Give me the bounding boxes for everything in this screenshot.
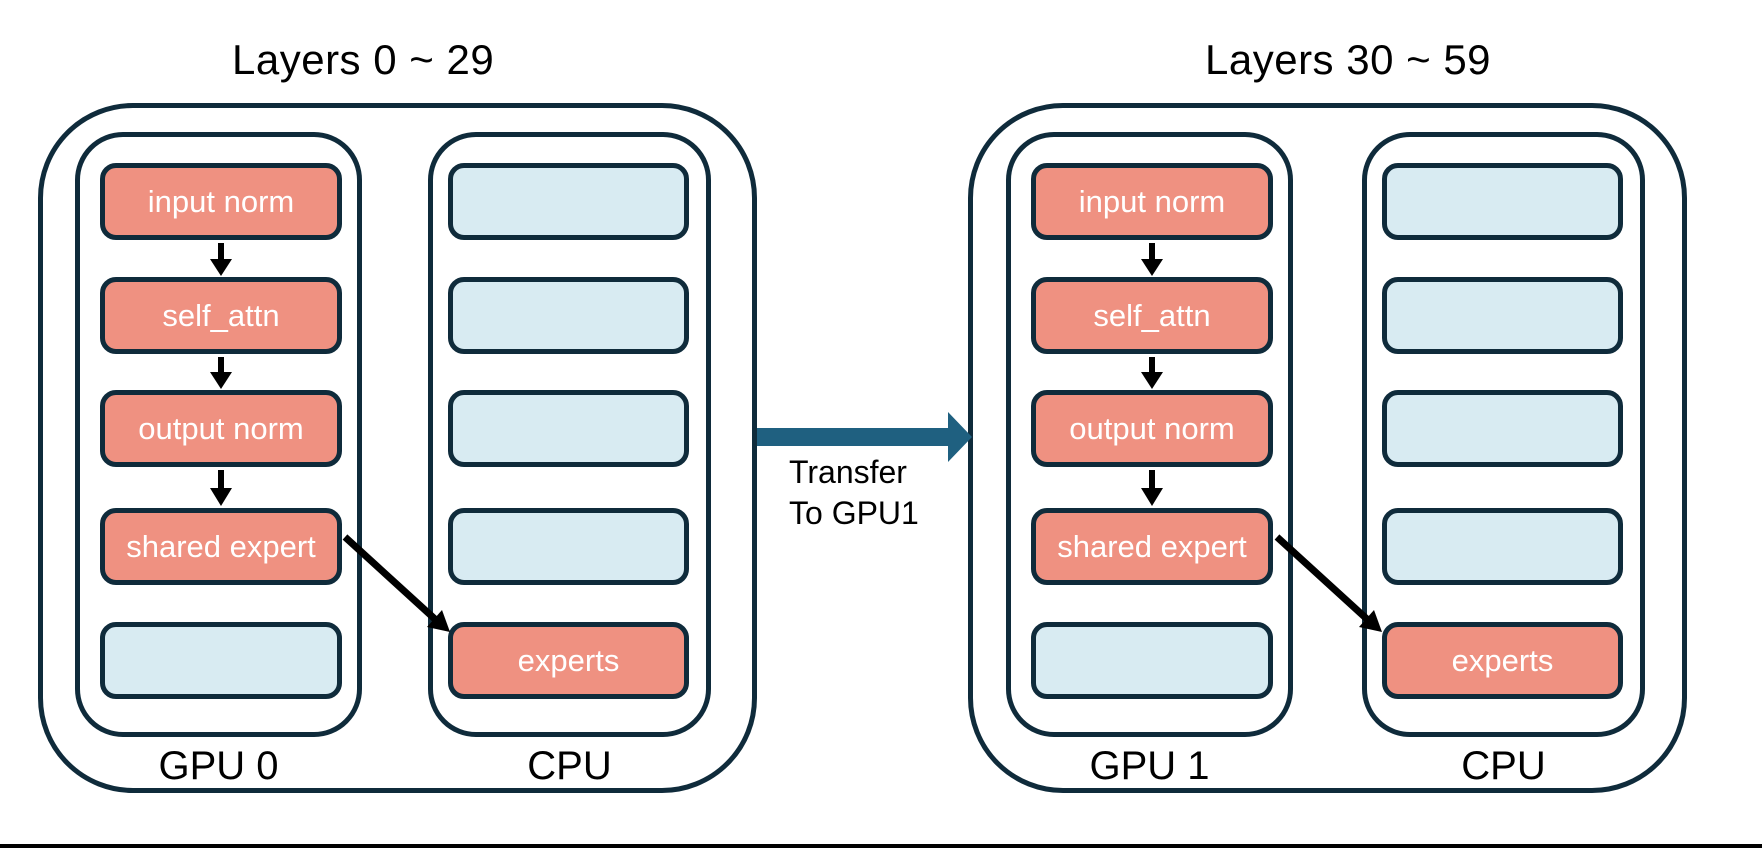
empty-slot bbox=[448, 508, 689, 585]
module-label: input norm bbox=[147, 183, 295, 219]
empty-slot bbox=[448, 277, 689, 354]
empty-slot bbox=[1382, 163, 1623, 240]
bottom-border-line bbox=[0, 844, 1762, 848]
empty-slot bbox=[1382, 277, 1623, 354]
device-label-cpu-right: CPU bbox=[1461, 744, 1546, 788]
transfer-label: Transfer To GPU1 bbox=[789, 452, 919, 534]
cluster-container-left bbox=[38, 103, 757, 793]
cluster-title-right: Layers 30 ~ 59 bbox=[1205, 36, 1492, 83]
module-box-output-norm: output norm bbox=[1031, 390, 1273, 467]
device-label-gpu1: GPU 1 bbox=[1089, 744, 1210, 788]
module-label: self_attn bbox=[1093, 297, 1211, 333]
empty-slot bbox=[1031, 622, 1273, 699]
module-box-experts: experts bbox=[448, 622, 689, 699]
module-label: output norm bbox=[138, 410, 304, 446]
transfer-label-line2: To GPU1 bbox=[789, 495, 919, 531]
module-box-input-norm: input norm bbox=[100, 163, 342, 240]
module-label: shared expert bbox=[1057, 528, 1247, 564]
device-label-gpu0: GPU 0 bbox=[158, 744, 279, 788]
module-label: self_attn bbox=[162, 297, 280, 333]
module-box-shared-expert: shared expert bbox=[1031, 508, 1273, 585]
module-box-input-norm: input norm bbox=[1031, 163, 1273, 240]
transfer-label-line1: Transfer bbox=[789, 454, 907, 490]
empty-slot bbox=[1382, 390, 1623, 467]
cpu-column-left bbox=[428, 132, 711, 737]
module-box-output-norm: output norm bbox=[100, 390, 342, 467]
gpu0-column bbox=[75, 132, 362, 737]
module-label: shared expert bbox=[126, 528, 316, 564]
cpu-column-right bbox=[1362, 132, 1645, 737]
module-label: experts bbox=[517, 642, 620, 678]
module-label: output norm bbox=[1069, 410, 1235, 446]
empty-slot bbox=[448, 390, 689, 467]
empty-slot bbox=[448, 163, 689, 240]
module-box-self-attn: self_attn bbox=[100, 277, 342, 354]
module-label: experts bbox=[1451, 642, 1554, 678]
empty-slot bbox=[1382, 508, 1623, 585]
module-box-experts: experts bbox=[1382, 622, 1623, 699]
gpu1-column bbox=[1006, 132, 1293, 737]
empty-slot bbox=[100, 622, 342, 699]
module-label: input norm bbox=[1078, 183, 1226, 219]
cluster-title-left: Layers 0 ~ 29 bbox=[232, 36, 495, 83]
device-label-cpu-left: CPU bbox=[527, 744, 612, 788]
module-box-shared-expert: shared expert bbox=[100, 508, 342, 585]
module-box-self-attn: self_attn bbox=[1031, 277, 1273, 354]
